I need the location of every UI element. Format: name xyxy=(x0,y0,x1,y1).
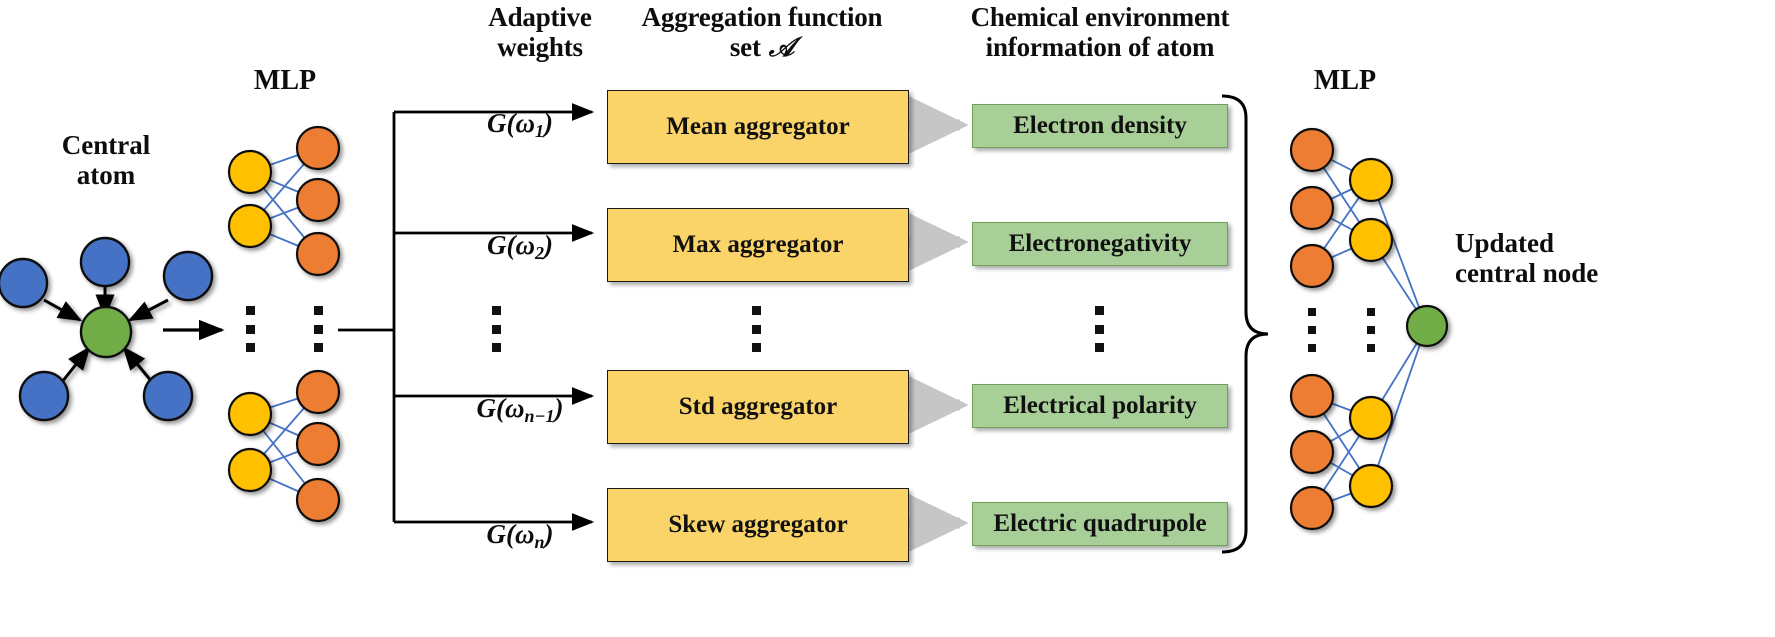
right-mlp-input-ellipsis xyxy=(1308,308,1316,352)
weight-omega: ω xyxy=(515,230,536,261)
weight-prefix: G xyxy=(486,519,506,550)
bond-arrow-bottom-left xyxy=(60,346,91,383)
bond-arrow-bottom-right xyxy=(122,346,154,383)
right-mlp-block-upper xyxy=(1289,127,1426,324)
weight-omega: ω xyxy=(505,393,525,424)
aggregation-set-symbol: 𝒜 xyxy=(768,32,795,64)
mlp-input-node xyxy=(1289,373,1335,419)
weight-omega: ω xyxy=(515,108,536,139)
weight-label-row-1: G(ω1) xyxy=(486,108,554,142)
aggregator-column-ellipsis xyxy=(752,306,761,352)
mlp-input-node xyxy=(227,203,273,249)
aggregator-box-max[interactable]: Max aggregator xyxy=(607,208,909,282)
neighbor-atom-node xyxy=(0,257,49,309)
left-mlp-output-ellipsis xyxy=(314,306,323,352)
neighbor-atom-node xyxy=(142,370,194,422)
gathering-brace xyxy=(1221,94,1269,554)
aggregator-to-chemical-arrows xyxy=(908,96,969,552)
central-atom-cluster xyxy=(0,236,214,422)
mlp-input-node xyxy=(1289,127,1335,173)
mlp-output-node xyxy=(295,177,341,223)
right-mlp-label: MLP xyxy=(1313,65,1377,96)
mlp-hidden-node xyxy=(1348,395,1394,441)
header-chemical-environment: Chemical environment information of atom xyxy=(970,2,1230,63)
mlp-input-node xyxy=(1289,429,1335,475)
bond-arrow-left xyxy=(43,298,83,322)
mlp-input-node xyxy=(1289,485,1335,531)
mlp-output-node xyxy=(295,477,341,523)
mlp-input-node xyxy=(227,391,273,437)
weight-subscript: n−1 xyxy=(524,406,555,427)
weight-label-row-3: G(ωn−1) xyxy=(476,393,564,427)
chemical-box-electron-density[interactable]: Electron density xyxy=(972,104,1228,148)
mlp-output-node xyxy=(295,369,341,415)
chemical-box-electrical-polarity[interactable]: Electrical polarity xyxy=(972,384,1228,428)
chemical-column-ellipsis xyxy=(1095,306,1104,352)
aggregator-box-std[interactable]: Std aggregator xyxy=(607,370,909,444)
weight-subscript: 1 xyxy=(535,121,545,142)
central-atom-node xyxy=(79,305,133,359)
neighbor-atom-node xyxy=(79,236,131,288)
neighbor-atom-node xyxy=(18,370,70,422)
mlp-hidden-node xyxy=(1348,463,1394,509)
weight-label-row-2: G(ω2) xyxy=(486,230,554,264)
weight-prefix: G xyxy=(486,230,507,261)
mlp-input-node xyxy=(1289,185,1335,231)
mlp-output-node xyxy=(295,231,341,277)
updated-central-node-label: Updated central node xyxy=(1455,228,1599,289)
chemical-box-electronegativity[interactable]: Electronegativity xyxy=(972,222,1228,266)
mlp-hidden-node xyxy=(1348,217,1394,263)
mlp-input-node xyxy=(227,149,273,195)
weight-prefix: G xyxy=(486,108,507,139)
aggregator-box-skew[interactable]: Skew aggregator xyxy=(607,488,909,562)
aggregator-box-mean[interactable]: Mean aggregator xyxy=(607,90,909,164)
mlp-input-node xyxy=(227,447,273,493)
weight-subscript: n xyxy=(534,532,545,553)
left-mlp-input-ellipsis xyxy=(246,306,255,352)
header-adaptive-weights: Adaptive weights xyxy=(488,2,592,63)
right-mlp-block-lower xyxy=(1289,329,1426,531)
weight-omega: ω xyxy=(514,519,535,550)
left-mlp-block-lower xyxy=(227,369,341,523)
mlp-output-node xyxy=(295,421,341,467)
weight-prefix: G xyxy=(476,393,497,424)
mlp-hidden-node xyxy=(1348,157,1394,203)
weight-fanout-arrows xyxy=(338,103,595,531)
mlp-input-node xyxy=(1289,243,1335,289)
bond-arrow-right xyxy=(127,298,169,322)
weight-subscript: 2 xyxy=(535,243,545,264)
left-mlp-label: MLP xyxy=(253,65,317,96)
weights-column-ellipsis xyxy=(492,306,501,352)
right-mlp-hidden-ellipsis xyxy=(1367,308,1375,352)
left-mlp-block-upper xyxy=(227,125,341,277)
header-aggregation-text: Aggregation function set xyxy=(641,2,883,63)
weight-label-row-4: G(ωn) xyxy=(486,519,554,553)
updated-central-node xyxy=(1405,304,1449,348)
mlp-output-node xyxy=(295,125,341,171)
central-atom-label: Central atom xyxy=(61,130,151,191)
neighbor-atom-node xyxy=(162,250,214,302)
chemical-box-electric-quadrupole[interactable]: Electric quadrupole xyxy=(972,502,1228,546)
